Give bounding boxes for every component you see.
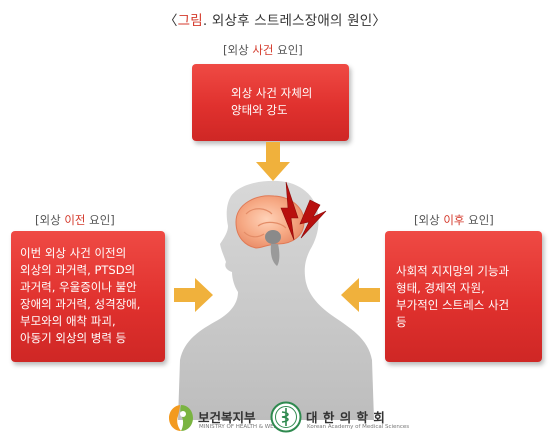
pre-trauma-factor-label: [외상 이전 요인] xyxy=(35,213,115,227)
academy-seal-icon xyxy=(270,401,302,433)
post-trauma-factor-box: 사회적 지지망의 기능과 형태, 경제적 자원, 부가적인 스트레스 사건 등 xyxy=(385,231,542,362)
post-trauma-factor-label: [외상 이후 요인] xyxy=(414,213,494,227)
academy-logo: 대 한 의 학 회 Korean Academy of Medical Scie… xyxy=(270,399,409,439)
ministry-subtitle: MINISTRY OF HEALTH & WELFARE xyxy=(199,424,291,430)
box-line: 사회적 지지망의 기능과 xyxy=(396,264,510,278)
box-line: 부모와의 애착 파괴, xyxy=(20,314,116,328)
box-line: 형태, 경제적 자원, xyxy=(396,281,485,295)
box-line: 아동기 외상의 병력 등 xyxy=(20,331,127,345)
top-factor-label: [외상 사건 요인] xyxy=(223,43,303,57)
title-rest: . 외상후 스트레스장애의 원인〉 xyxy=(202,13,387,29)
left-arrow-icon xyxy=(341,278,380,312)
page-title: 〈그림. 외상후 스트레스장애의 원인〉 xyxy=(0,9,550,29)
pre-trauma-factor-box: 이번 외상 사건 이전의 외상의 과거력, PTSD의 과거력, 우울증이나 불… xyxy=(11,231,165,362)
box-line: 장애의 과거력, 성격장애, xyxy=(20,297,141,311)
traumatic-event-factor-box: 외상 사건 자체의 양태와 강도 xyxy=(192,64,349,141)
box-line: 등 xyxy=(396,315,407,329)
box-line: 이번 외상 사건 이전의 xyxy=(20,246,127,260)
down-arrow-icon xyxy=(256,142,290,181)
ministry-name: 보건복지부 xyxy=(198,410,256,425)
brainstem xyxy=(270,244,280,266)
ministry-emblem-icon xyxy=(169,405,193,431)
lightning-bolt-left xyxy=(280,181,299,241)
silhouette xyxy=(178,180,374,420)
academy-subtitle: Korean Academy of Medical Sciences xyxy=(307,424,410,430)
academy-name: 대 한 의 학 회 xyxy=(306,410,386,425)
box-line: 부가적인 스트레스 사건 xyxy=(396,298,510,312)
thalamus xyxy=(265,230,281,244)
box-line: 양태와 강도 xyxy=(231,103,288,117)
box-line: 외상의 과거력, PTSD의 xyxy=(20,263,136,277)
right-arrow-icon xyxy=(174,278,213,312)
title-prefix: 〈 xyxy=(163,13,178,29)
ministry-logo: 보건복지부 MINISTRY OF HEALTH & WELFARE xyxy=(168,401,290,437)
title-accent: 그림 xyxy=(177,13,203,29)
box-line: 외상 사건 자체의 xyxy=(231,86,313,100)
box-line: 과거력, 우울증이나 불안 xyxy=(20,280,137,294)
brain-fold xyxy=(243,208,287,238)
lightning-bolt-right xyxy=(299,199,327,239)
